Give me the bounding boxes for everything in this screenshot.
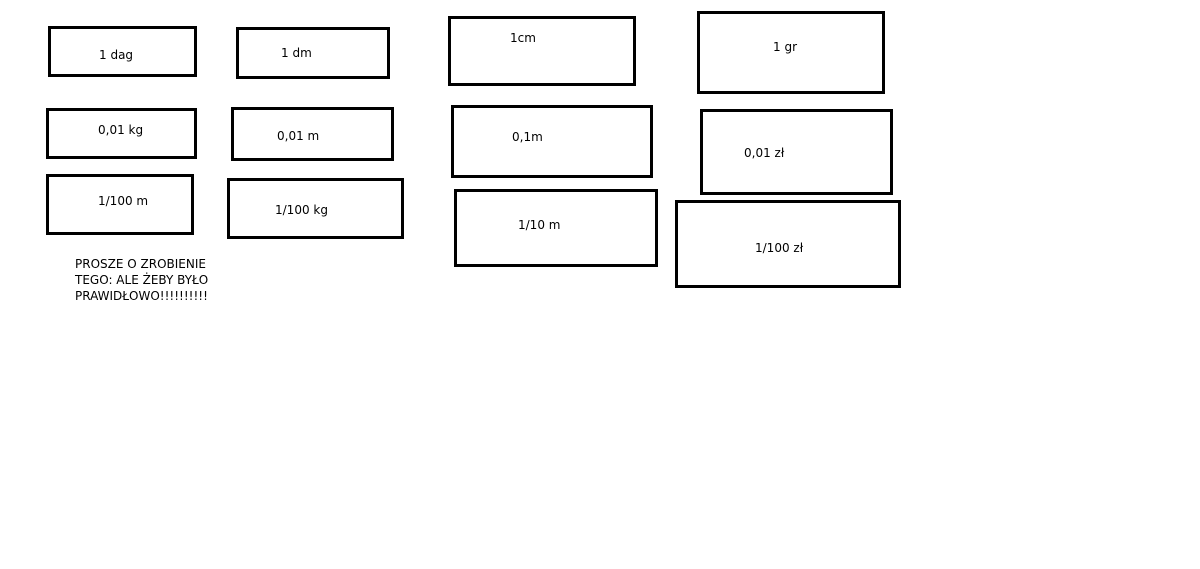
box-label: 1cm xyxy=(510,31,536,45)
unit-box-0-01-zl: 0,01 zł xyxy=(700,109,893,195)
box-label: 0,01 zł xyxy=(744,146,785,160)
box-label: 1/100 m xyxy=(98,194,149,208)
request-note-line: PRAWIDŁOWO!!!!!!!!!! xyxy=(75,289,208,303)
box-label: 1 dag xyxy=(99,48,134,62)
request-note-line: PROSZE O ZROBIENIE xyxy=(75,257,206,271)
box-label: 1/10 m xyxy=(518,218,561,232)
request-note: PROSZE O ZROBIENIE TEGO: ALE ŻEBY BYŁO P… xyxy=(75,256,215,304)
unit-box-0-1m: 0,1m xyxy=(451,105,653,178)
unit-box-1-10-m: 1/10 m xyxy=(454,189,658,267)
unit-box-0-01-m: 0,01 m xyxy=(231,107,394,161)
request-note-line: TEGO: ALE ŻEBY BYŁO xyxy=(75,273,209,287)
box-label: 1 gr xyxy=(773,40,797,54)
unit-box-1-100-m: 1/100 m xyxy=(46,174,194,235)
box-label: 0,01 m xyxy=(277,129,320,143)
unit-box-0-01-kg: 0,01 kg xyxy=(46,108,197,159)
box-label: 0,01 kg xyxy=(98,123,144,137)
box-label: 1 dm xyxy=(281,46,312,60)
unit-box-1-100-kg: 1/100 kg xyxy=(227,178,404,239)
unit-box-1-gr: 1 gr xyxy=(697,11,885,94)
unit-box-1cm: 1cm xyxy=(448,16,636,86)
box-label: 1/100 zł xyxy=(755,241,804,255)
box-label: 1/100 kg xyxy=(275,203,328,217)
box-label: 0,1m xyxy=(512,130,543,144)
unit-box-1-dag: 1 dag xyxy=(48,26,197,77)
unit-box-1-100-zl: 1/100 zł xyxy=(675,200,901,288)
unit-box-1-dm: 1 dm xyxy=(236,27,390,79)
